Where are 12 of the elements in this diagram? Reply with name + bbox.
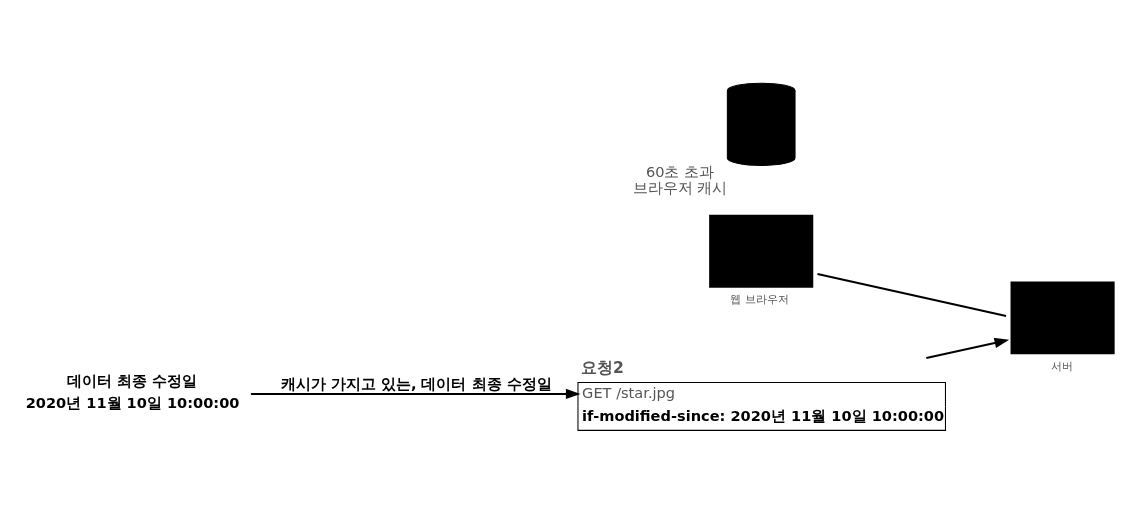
arrow bbox=[926, 337, 1010, 359]
node-text: 데이터 최종 수정일 2020년 11월 10일 10:00:00 bbox=[25, 371, 240, 411]
node-text: 요청2 GET /star.jpg if-modified-since: 2020년 11월 10일 10:00:00 bbox=[581, 358, 945, 424]
arrow bbox=[250, 388, 581, 399]
node-label: 웹 브라우저 bbox=[729, 291, 789, 306]
node-label: 서버 bbox=[1050, 358, 1073, 373]
node-box bbox=[709, 214, 814, 288]
edge-label: 캐시가 가지고 있는, 데이터 최종 수정일 bbox=[280, 374, 552, 392]
node-label: 브라우저 캐시 bbox=[632, 178, 728, 196]
connector bbox=[817, 272, 1007, 317]
node-box bbox=[1010, 281, 1115, 354]
node-label: 60초 초과 bbox=[645, 162, 715, 180]
